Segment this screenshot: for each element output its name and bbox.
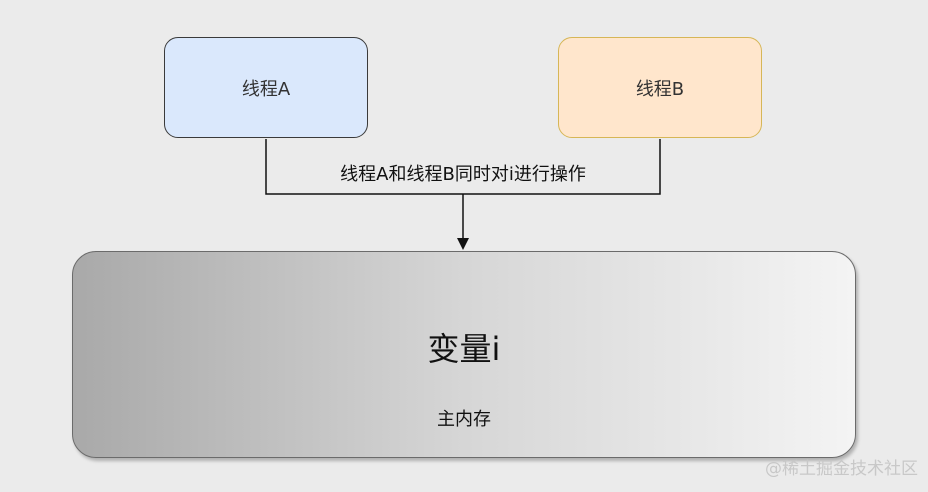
thread-a-label: 线程A xyxy=(241,78,291,100)
edge-label: 线程A和线程B同时对i进行操作 xyxy=(340,164,586,185)
thread-b-node: 线程B xyxy=(558,37,762,138)
thread-b-label: 线程B xyxy=(635,78,685,100)
main-memory-node: 变量i 主内存 xyxy=(72,251,856,458)
thread-a-node: 线程A xyxy=(164,37,368,138)
watermark: @稀土掘金技术社区 xyxy=(765,459,918,479)
main-memory-label: 主内存 xyxy=(437,409,491,430)
arrowhead-down-icon xyxy=(457,238,469,250)
variable-label: 变量i xyxy=(427,330,501,368)
